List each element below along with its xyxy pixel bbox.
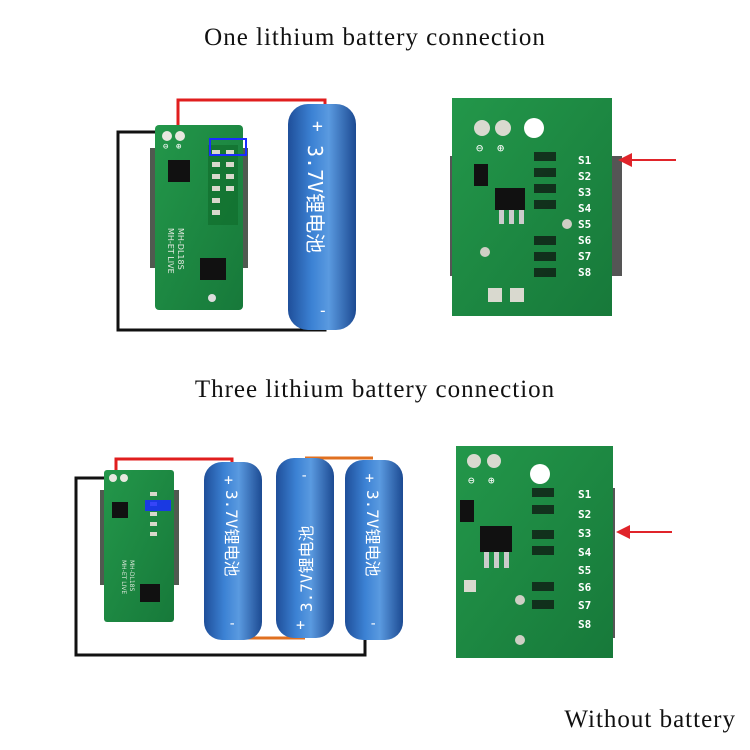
pin-s1: S1 (578, 154, 592, 167)
pad-plus-label: ⊕ (497, 141, 504, 155)
battery-minus: - (300, 468, 308, 484)
heading-one-battery: One lithium battery connection (204, 24, 546, 51)
battery-plus: + (296, 616, 305, 634)
pin-s3: S3 (578, 186, 591, 199)
three-battery-diagram: MH-DL18S MH-ET LIVE + 3.7V锂电池 - - 3.7V锂电… (74, 456, 403, 657)
pin-s1: S1 (578, 488, 592, 501)
pin-s3: S3 (578, 527, 591, 540)
heading-without-battery: Without battery (564, 706, 736, 733)
lithium-battery: - 3.7V锂电池 + (276, 458, 334, 638)
battery-indicator-module: MH-DL18S MH-ET LIVE (100, 470, 179, 622)
module-model-line1: MH-DL18S (128, 560, 135, 591)
lithium-battery: + 3.7V锂电池 - (204, 462, 262, 640)
battery-minus: - (318, 301, 328, 320)
pcb-closeup-s1: ⊖ ⊕ S1 S2 S3 S4 S5 S6 S7 S8 (450, 98, 676, 316)
one-battery-diagram: ⊖ ⊕ MH-DL18S MH-ET LIVE + 3.7V锂电池 - (116, 98, 356, 332)
pin-s8: S8 (578, 266, 591, 279)
arrow-icon (618, 153, 676, 167)
pin-s6: S6 (578, 234, 592, 247)
pin-s4: S4 (578, 546, 592, 559)
pin-highlight-box (145, 500, 171, 511)
lithium-battery: + 3.7V锂电池 - (345, 460, 403, 640)
battery-plus: + (365, 469, 374, 487)
battery-plus: + (312, 116, 323, 137)
module-model-line2: MH-ET LIVE (166, 228, 175, 274)
battery-label: 3.7V锂电池 (222, 490, 241, 577)
black-wire (74, 476, 367, 657)
pad-plus-label: ⊕ (176, 142, 181, 152)
pad-minus-label: ⊖ (476, 141, 483, 155)
lithium-battery: + 3.7V锂电池 - (288, 104, 356, 330)
battery-label: 3.7V锂电池 (363, 490, 382, 577)
heading-three-battery: Three lithium battery connection (194, 376, 556, 403)
battery-minus: - (228, 616, 236, 632)
battery-label: 3.7V锂电池 (303, 145, 327, 253)
pad-minus-label: ⊖ (163, 142, 168, 152)
pin-s8: S8 (578, 618, 591, 631)
pad-plus-label: ⊕ (488, 474, 495, 487)
battery-minus: - (369, 616, 377, 632)
pad-minus-label: ⊖ (468, 474, 475, 487)
pin-s4: S4 (578, 202, 592, 215)
pin-s7: S7 (578, 599, 591, 612)
pcb-closeup-s3: ⊖ ⊕ S1 S2 S3 S4 S5 S6 S7 S8 (456, 446, 672, 658)
pin-s5: S5 (578, 218, 591, 231)
battery-plus: + (224, 471, 233, 489)
module-model-line1: MH-DL18S (176, 228, 185, 270)
battery-indicator-module: ⊖ ⊕ MH-DL18S MH-ET LIVE (150, 125, 248, 310)
arrow-icon (616, 525, 672, 539)
pin-s2: S2 (578, 508, 591, 521)
pin-s6: S6 (578, 581, 592, 594)
module-model-line2: MH-ET LIVE (120, 560, 127, 594)
pin-highlight-box (209, 138, 247, 156)
pin-s2: S2 (578, 170, 591, 183)
pin-s7: S7 (578, 250, 591, 263)
battery-label: 3.7V锂电池 (297, 525, 316, 612)
pin-s5: S5 (578, 564, 591, 577)
